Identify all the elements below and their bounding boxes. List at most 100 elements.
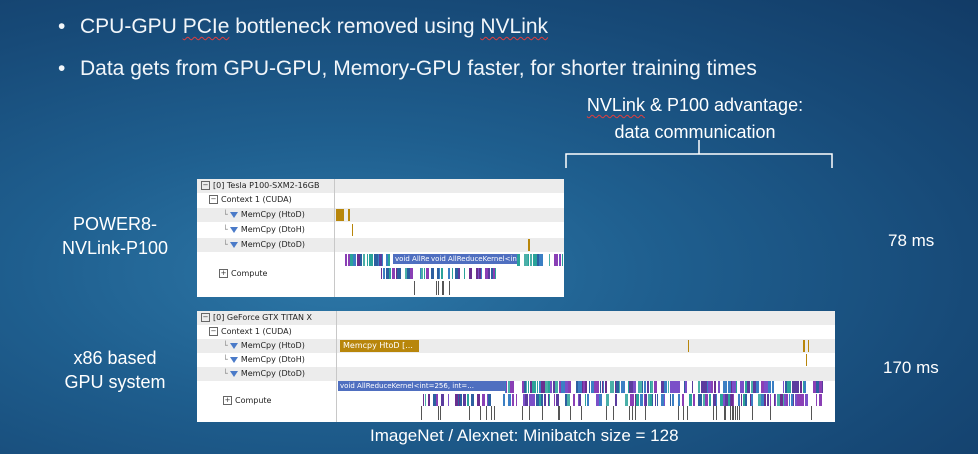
kernel-bar bbox=[693, 394, 695, 406]
kernel-bar bbox=[556, 394, 557, 406]
kernel-bar bbox=[448, 394, 449, 406]
kernel-bar bbox=[488, 268, 490, 279]
kernel-bar bbox=[723, 381, 727, 393]
kernel-tick bbox=[737, 406, 738, 420]
kernel-bar bbox=[407, 268, 410, 279]
kernel-bar bbox=[530, 254, 532, 266]
timeline-row-dtoh: └MemCpy (DtoH) bbox=[197, 353, 835, 367]
kernel-bar bbox=[750, 394, 751, 406]
kernel-bar bbox=[625, 394, 628, 406]
filter-icon bbox=[229, 226, 238, 233]
kernel-bar bbox=[426, 268, 429, 279]
kernel-bar bbox=[508, 381, 510, 393]
kernel-bar bbox=[685, 381, 687, 393]
kernel-bar bbox=[764, 394, 766, 406]
kernel-bar bbox=[728, 381, 731, 393]
kernel-bar bbox=[437, 268, 439, 279]
kernel-bar bbox=[508, 394, 511, 406]
kernel-bar bbox=[517, 254, 520, 266]
kernel-bar bbox=[594, 381, 595, 393]
kernel-bar bbox=[587, 394, 589, 406]
kernel-bar bbox=[537, 254, 539, 266]
system-label-power8: POWER8- NVLink-P100 bbox=[61, 214, 169, 258]
kernel-bar bbox=[488, 394, 491, 406]
kernel-bar bbox=[396, 268, 397, 279]
kernel-bar bbox=[661, 394, 664, 406]
advantage-line1: NVLink & P100 advantage: bbox=[586, 95, 804, 115]
kernel-bar bbox=[428, 394, 430, 406]
caption: ImageNet / Alexnet: Minibatch size = 128 bbox=[370, 426, 679, 445]
filter-icon bbox=[229, 211, 238, 218]
kernel-bar bbox=[731, 381, 732, 393]
kernel-tick bbox=[421, 406, 422, 420]
kernel-bar bbox=[682, 394, 684, 406]
kernel-bar bbox=[386, 254, 388, 266]
kernel-bar bbox=[800, 381, 802, 393]
kernel-bar bbox=[528, 254, 529, 266]
expand-icon[interactable]: + bbox=[223, 396, 232, 405]
kernel-bar bbox=[635, 394, 636, 406]
kernel-bar bbox=[780, 394, 783, 406]
memcpy-label: Memcpy HtoD [... bbox=[340, 340, 419, 352]
kernel-bar bbox=[559, 381, 561, 393]
kernel-bar bbox=[615, 394, 617, 406]
kernel-bar bbox=[707, 381, 708, 393]
kernel-bar bbox=[783, 394, 784, 406]
kernel-bar bbox=[378, 254, 379, 266]
expand-icon[interactable]: + bbox=[219, 269, 228, 278]
bullet-text: Data gets from GPU-GPU, Memory-GPU faste… bbox=[80, 57, 757, 80]
kernel-tick bbox=[606, 406, 607, 420]
kernel-bar bbox=[353, 254, 356, 266]
kernel-bar bbox=[652, 394, 653, 406]
kernel-bar bbox=[636, 394, 639, 406]
kernel-bar bbox=[425, 394, 426, 406]
kernel-bar bbox=[785, 381, 787, 393]
kernel-bar bbox=[596, 394, 599, 406]
kernel-bar bbox=[619, 381, 620, 393]
kernel-bar bbox=[819, 394, 822, 406]
collapse-icon[interactable]: − bbox=[209, 327, 218, 336]
kernel-bar bbox=[379, 254, 382, 266]
filter-icon bbox=[229, 342, 238, 349]
kernel-bar bbox=[616, 381, 619, 393]
kernel-bar bbox=[524, 381, 526, 393]
kernel-bar bbox=[788, 381, 791, 393]
advantage-annotation: NVLink & P100 advantage: data communicat… bbox=[560, 92, 830, 146]
kernel-bar bbox=[458, 268, 460, 279]
kernel-bar bbox=[505, 381, 506, 393]
kernel-bar bbox=[805, 394, 808, 406]
kernel-bar bbox=[539, 394, 541, 406]
kernel-bar bbox=[503, 394, 505, 406]
kernel-bar bbox=[793, 394, 794, 406]
timeline-panel-p100: −[0] Tesla P100-SXM2-16GB −Context 1 (CU… bbox=[197, 179, 564, 297]
collapse-icon[interactable]: − bbox=[209, 195, 218, 204]
kernel-bar bbox=[751, 381, 753, 393]
kernel-bar bbox=[374, 254, 378, 266]
kernel-bar bbox=[655, 381, 657, 393]
collapse-icon[interactable]: − bbox=[201, 181, 210, 190]
kernel-bar bbox=[345, 254, 347, 266]
kernel-bar bbox=[738, 394, 740, 406]
bullet-text: CPU-GPU PCIe bottleneck removed using NV… bbox=[80, 15, 549, 38]
kernel-bar bbox=[578, 394, 579, 406]
kernel-bar bbox=[562, 254, 563, 266]
kernel-tick bbox=[770, 406, 771, 420]
kernel-bar bbox=[777, 394, 780, 406]
time-power8: 78 ms bbox=[888, 231, 935, 250]
kernel-bar bbox=[803, 381, 804, 393]
kernel-bar bbox=[549, 254, 550, 266]
kernel-bar bbox=[595, 381, 599, 393]
collapse-icon[interactable]: − bbox=[201, 313, 210, 322]
kernel-bar bbox=[645, 394, 647, 406]
kernel-bar bbox=[549, 394, 550, 406]
kernel-bar bbox=[367, 254, 368, 266]
kernel-bar bbox=[459, 394, 460, 406]
kernel-bar bbox=[703, 394, 705, 406]
kernel-tick bbox=[542, 406, 543, 420]
kernel-tick bbox=[713, 406, 714, 420]
kernel-bar bbox=[491, 268, 493, 279]
kernel-bar bbox=[796, 381, 799, 393]
kernel-bar bbox=[464, 268, 465, 279]
kernel-bar bbox=[668, 381, 669, 393]
kernel-bar bbox=[585, 381, 587, 393]
